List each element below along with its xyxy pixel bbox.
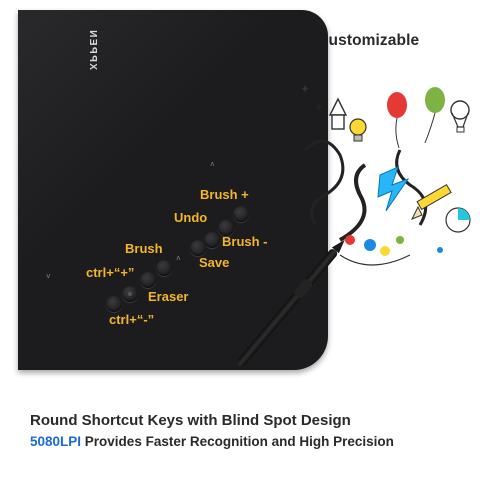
shortcut-key-brush-minus[interactable] <box>218 220 234 236</box>
corner-mark-icon: ˄ <box>176 254 181 263</box>
shortcut-key-undo[interactable] <box>190 240 206 256</box>
lightning-icon <box>377 166 410 212</box>
green-balloon-icon <box>425 87 445 113</box>
shortcut-key-brush[interactable] <box>156 260 172 276</box>
shortcut-key-eraser[interactable] <box>140 272 156 288</box>
star-icon: ✦ <box>300 82 310 96</box>
label-eraser: Eraser <box>148 289 189 304</box>
star-icon: ✧ <box>315 102 323 112</box>
pie-chart-icon <box>445 207 471 233</box>
shortcut-key-ctrl-plus[interactable] <box>106 296 122 312</box>
corner-mark-icon: ˅ <box>46 272 51 281</box>
shortcut-key-brush-plus[interactable] <box>233 206 249 222</box>
label-undo: Undo <box>174 210 208 225</box>
label-brush-minus: Brush - <box>222 234 268 249</box>
key-dot-icon <box>128 292 132 296</box>
drawing-tablet: XPPEN ˄ ˅ ˄ <box>18 10 328 370</box>
doodle-illustration: ✦ ✧ <box>300 82 471 266</box>
label-brush-plus: Brush + <box>200 187 249 202</box>
shortcut-key-ctrl-minus[interactable] <box>122 286 138 302</box>
feature-title: Round Shortcut Keys with Blind Spot Desi… <box>30 412 351 429</box>
lpi-highlight: 5080LPI <box>30 434 82 449</box>
label-ctrl-minus: ctrl+“-” <box>109 312 155 327</box>
corner-mark-icon: ˄ <box>210 160 215 169</box>
label-save: Save <box>199 255 230 270</box>
feature-subtitle: 5080LPI Provides Faster Recognition and … <box>30 434 394 449</box>
shortcut-key-save[interactable] <box>204 232 220 248</box>
pencil-icon <box>410 183 452 220</box>
label-ctrl-plus: ctrl+“+” <box>86 265 135 280</box>
red-balloon-icon <box>387 92 407 118</box>
lightbulb-icon <box>349 118 367 142</box>
label-brush: Brush <box>125 241 163 256</box>
rocket-icon <box>328 97 348 130</box>
feature-subtitle-rest: Provides Faster Recognition and High Pre… <box>81 434 394 449</box>
hot-air-balloon-icon <box>450 100 470 133</box>
